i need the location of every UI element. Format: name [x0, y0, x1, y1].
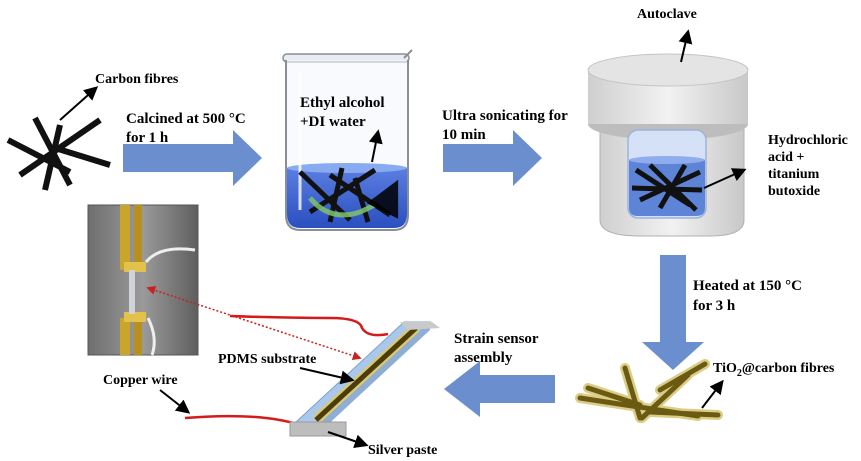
- process-arrow-heat: [642, 255, 704, 370]
- pdms-pointer: [299, 367, 355, 385]
- pdms-label: PDMS substrate: [218, 352, 316, 367]
- stirring-swirl-icon: [308, 179, 399, 219]
- strain-label-line1: Strain sensor: [454, 331, 539, 347]
- process-arrow-assembly: [444, 361, 555, 417]
- copper-label: Copper wire: [103, 373, 178, 388]
- silver-pointer: [327, 431, 369, 448]
- carbon-fibres-pointer: [59, 86, 99, 121]
- strain-sensor: [184, 314, 440, 437]
- carbon-fibres-label: Carbon fibres: [95, 72, 179, 87]
- calcined-label-line2: for 1 h: [126, 130, 169, 146]
- calcined-label-line1: Calcined at 500 °C: [126, 111, 246, 127]
- hcl-pointer: [703, 168, 747, 189]
- heated-label-line2: for 3 h: [693, 298, 736, 314]
- copper-wire-top: [229, 314, 389, 337]
- hcl-label-line4: butoxide: [768, 184, 820, 199]
- process-arrow-calcine: [123, 130, 262, 186]
- photo-to-sensor-link: [146, 285, 362, 361]
- hcl-label-line1: Hydrochloric: [768, 133, 848, 148]
- silver-label: Silver paste: [368, 443, 437, 458]
- ethyl-label-line2: +DI water: [300, 114, 366, 130]
- heated-label-line1: Heated at 150 °C: [693, 278, 802, 294]
- autoclave-label: Autoclave: [637, 7, 697, 22]
- ethyl-label-line1: Ethyl alcohol: [300, 95, 385, 111]
- beaker: [282, 49, 413, 231]
- hcl-label-line2: acid +: [768, 150, 804, 165]
- copper-pointer: [159, 389, 191, 414]
- strain-label-line2: assembly: [454, 350, 513, 366]
- autoclave-pointer: [678, 29, 693, 63]
- tio2-label: TiO2@carbon fibres: [713, 361, 835, 379]
- carbon-fibres-bundle: [6, 116, 111, 191]
- process-arrow-sonicate: [443, 130, 542, 186]
- sensor-photo: [87, 204, 199, 356]
- autoclave: [587, 53, 749, 237]
- ultra-label-line2: 10 min: [442, 127, 486, 143]
- ultra-label-line1: Ultra sonicating for: [442, 108, 568, 124]
- copper-wire-bottom: [184, 414, 301, 427]
- hcl-label-line3: titanium: [768, 167, 820, 182]
- tio2-carbon-fibres: [575, 359, 723, 423]
- ethyl-pointer: [368, 129, 383, 163]
- tio2-pointer: [701, 379, 724, 409]
- autoclave-fibres: [631, 163, 703, 212]
